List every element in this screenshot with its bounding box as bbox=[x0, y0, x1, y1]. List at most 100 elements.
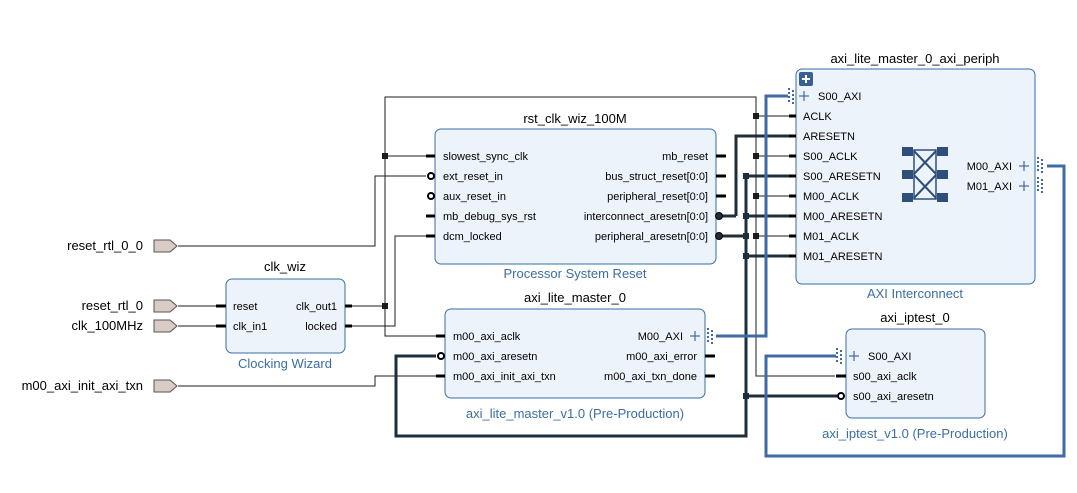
input-port-icon[interactable] bbox=[153, 319, 178, 333]
block-subtitle: axi_lite_master_v1.0 (Pre-Production) bbox=[466, 406, 684, 421]
bus-plus-icon[interactable] bbox=[849, 351, 859, 361]
input-port-icon[interactable] bbox=[153, 299, 178, 313]
active-low-bubble-icon bbox=[715, 212, 723, 220]
pin-peripheral-reset[interactable]: peripheral_reset[0:0] bbox=[607, 191, 708, 203]
net-clk-out1[interactable] bbox=[352, 96, 835, 377]
block-title: axi_iptest_0 bbox=[880, 310, 949, 325]
pin-m01-axi[interactable]: M01_AXI bbox=[967, 181, 1012, 193]
junction-dot bbox=[743, 173, 749, 179]
pin-locked[interactable]: locked bbox=[305, 321, 337, 333]
pin-clk-out1[interactable]: clk_out1 bbox=[296, 301, 337, 313]
port-label: m00_axi_init_axi_txn bbox=[22, 378, 143, 393]
pin-m01-aresetn[interactable]: M01_ARESETN bbox=[803, 251, 883, 263]
pin-m00-axi-aresetn[interactable]: m00_axi_aresetn bbox=[453, 351, 537, 363]
block-axi-lite-master-0[interactable]: axi_lite_master_0 axi_lite_master_v1.0 (… bbox=[436, 290, 715, 421]
net-junctions bbox=[382, 113, 759, 399]
pin-dcm-locked[interactable]: dcm_locked bbox=[443, 231, 502, 243]
pin-s00-axi[interactable]: S00_AXI bbox=[818, 91, 861, 103]
pin-reset[interactable]: reset bbox=[233, 301, 257, 313]
input-port-icon[interactable] bbox=[153, 379, 178, 393]
junction-dot bbox=[743, 233, 749, 239]
external-port-clk-100mhz[interactable]: clk_100MHz bbox=[71, 318, 178, 333]
block-subtitle: AXI Interconnect bbox=[867, 286, 963, 301]
block-axi-iptest-0[interactable]: axi_iptest_0 axi_iptest_v1.0 (Pre-Produc… bbox=[822, 310, 1008, 441]
pin-m00-axi-txn-done[interactable]: m00_axi_txn_done bbox=[604, 371, 697, 383]
bus-interface-icon[interactable] bbox=[1037, 177, 1043, 193]
junction-dot bbox=[382, 153, 388, 159]
crossbar-icon bbox=[902, 147, 948, 202]
pin-s00-axi-aclk[interactable]: s00_axi_aclk bbox=[853, 371, 917, 383]
junction-dot bbox=[382, 303, 388, 309]
net-m00-axi-to-iptest[interactable] bbox=[764, 164, 1066, 458]
pin-s00-axi[interactable]: S00_AXI bbox=[868, 351, 911, 363]
pin-s00-aclk[interactable]: S00_ACLK bbox=[803, 151, 858, 163]
bus-plus-icon[interactable] bbox=[690, 331, 700, 341]
pin-m00-axi-aclk[interactable]: m00_axi_aclk bbox=[453, 331, 521, 343]
pin-aclk[interactable]: ACLK bbox=[803, 111, 832, 123]
active-low-bubble-icon bbox=[715, 232, 723, 240]
pin-interconnect-aresetn[interactable]: interconnect_aresetn[0:0] bbox=[584, 211, 708, 223]
external-port-m00-axi-init-axi-txn[interactable]: m00_axi_init_axi_txn bbox=[22, 378, 178, 393]
block-rst-clk-wiz-100m[interactable]: rst_clk_wiz_100M Processor System Reset … bbox=[426, 111, 726, 281]
pin-s00-axi-aresetn[interactable]: s00_axi_aresetn bbox=[853, 391, 934, 403]
junction-dot bbox=[743, 253, 749, 259]
block-title: axi_lite_master_0 bbox=[524, 290, 626, 305]
pin-m00-axi-error[interactable]: m00_axi_error bbox=[626, 351, 697, 363]
junction-dot bbox=[753, 113, 759, 119]
block-body[interactable] bbox=[444, 308, 706, 399]
pin-bus-struct-reset[interactable]: bus_struct_reset[0:0] bbox=[605, 171, 708, 183]
net-m00-axi-to-s00-axi[interactable] bbox=[716, 94, 788, 338]
active-low-bubble-icon bbox=[427, 172, 435, 180]
expand-plus-icon[interactable] bbox=[799, 72, 813, 86]
port-label: clk_100MHz bbox=[71, 318, 143, 333]
pin-ext-reset-in[interactable]: ext_reset_in bbox=[443, 171, 503, 183]
net-init-txn[interactable] bbox=[178, 375, 436, 387]
block-title: clk_wiz bbox=[264, 259, 306, 274]
block-subtitle: Clocking Wizard bbox=[238, 356, 332, 371]
external-port-reset-rtl-0[interactable]: reset_rtl_0 bbox=[82, 298, 178, 313]
bus-interface-icon[interactable] bbox=[836, 348, 842, 364]
pin-slowest-sync-clk[interactable]: slowest_sync_clk bbox=[443, 151, 528, 163]
block-subtitle: Processor System Reset bbox=[503, 266, 646, 281]
block-body[interactable] bbox=[225, 278, 346, 354]
block-title: rst_clk_wiz_100M bbox=[523, 111, 626, 126]
bus-interface-icon[interactable] bbox=[1037, 157, 1043, 173]
pin-clk-in1[interactable]: clk_in1 bbox=[233, 321, 267, 333]
bus-plus-icon[interactable] bbox=[1019, 181, 1029, 191]
input-port-icon[interactable] bbox=[153, 239, 178, 253]
pin-m00-aclk[interactable]: M00_ACLK bbox=[803, 191, 860, 203]
pin-s00-aresetn[interactable]: S00_ARESETN bbox=[803, 171, 881, 183]
pin-aux-reset-in[interactable]: aux_reset_in bbox=[443, 191, 506, 203]
block-axi-interconnect[interactable]: axi_lite_master_0_axi_periph AXI Interco… bbox=[788, 51, 1043, 301]
junction-dot bbox=[753, 193, 759, 199]
pin-m00-axi-init-axi-txn[interactable]: m00_axi_init_axi_txn bbox=[453, 371, 556, 383]
bus-interface-icon[interactable] bbox=[707, 328, 713, 344]
pin-mb-debug-sys-rst[interactable]: mb_debug_sys_rst bbox=[443, 211, 536, 223]
pin-peripheral-aresetn[interactable]: peripheral_aresetn[0:0] bbox=[595, 231, 708, 243]
bus-interface-icon[interactable] bbox=[788, 88, 794, 104]
pin-mb-reset[interactable]: mb_reset bbox=[662, 151, 708, 163]
block-clk-wiz[interactable]: clk_wiz Clocking Wizard reset clk_in1 cl… bbox=[216, 259, 352, 371]
bus-plus-icon[interactable] bbox=[799, 91, 809, 101]
port-label: reset_rtl_0 bbox=[82, 298, 143, 313]
pin-m00-aresetn[interactable]: M00_ARESETN bbox=[803, 211, 883, 223]
bus-plus-icon[interactable] bbox=[1019, 161, 1029, 171]
active-low-bubble-icon bbox=[437, 352, 445, 360]
external-port-reset-rtl-0-0[interactable]: reset_rtl_0_0 bbox=[67, 238, 178, 253]
pin-aresetn[interactable]: ARESETN bbox=[803, 131, 855, 143]
active-low-bubble-icon bbox=[837, 392, 845, 400]
block-title: axi_lite_master_0_axi_periph bbox=[830, 51, 999, 66]
bus-wires bbox=[394, 94, 1066, 458]
block-body[interactable] bbox=[845, 328, 986, 419]
active-low-bubble-icon bbox=[427, 192, 435, 200]
net-reset-rtl-0-0[interactable] bbox=[178, 175, 426, 247]
pin-m00-axi[interactable]: M00_AXI bbox=[967, 161, 1012, 173]
net-locked[interactable] bbox=[352, 235, 426, 327]
junction-dot bbox=[753, 233, 759, 239]
pin-m00-axi[interactable]: M00_AXI bbox=[638, 331, 683, 343]
junction-dot bbox=[743, 213, 749, 219]
port-label: reset_rtl_0_0 bbox=[67, 238, 143, 253]
pin-m01-aclk[interactable]: M01_ACLK bbox=[803, 231, 860, 243]
junction-dot bbox=[753, 153, 759, 159]
